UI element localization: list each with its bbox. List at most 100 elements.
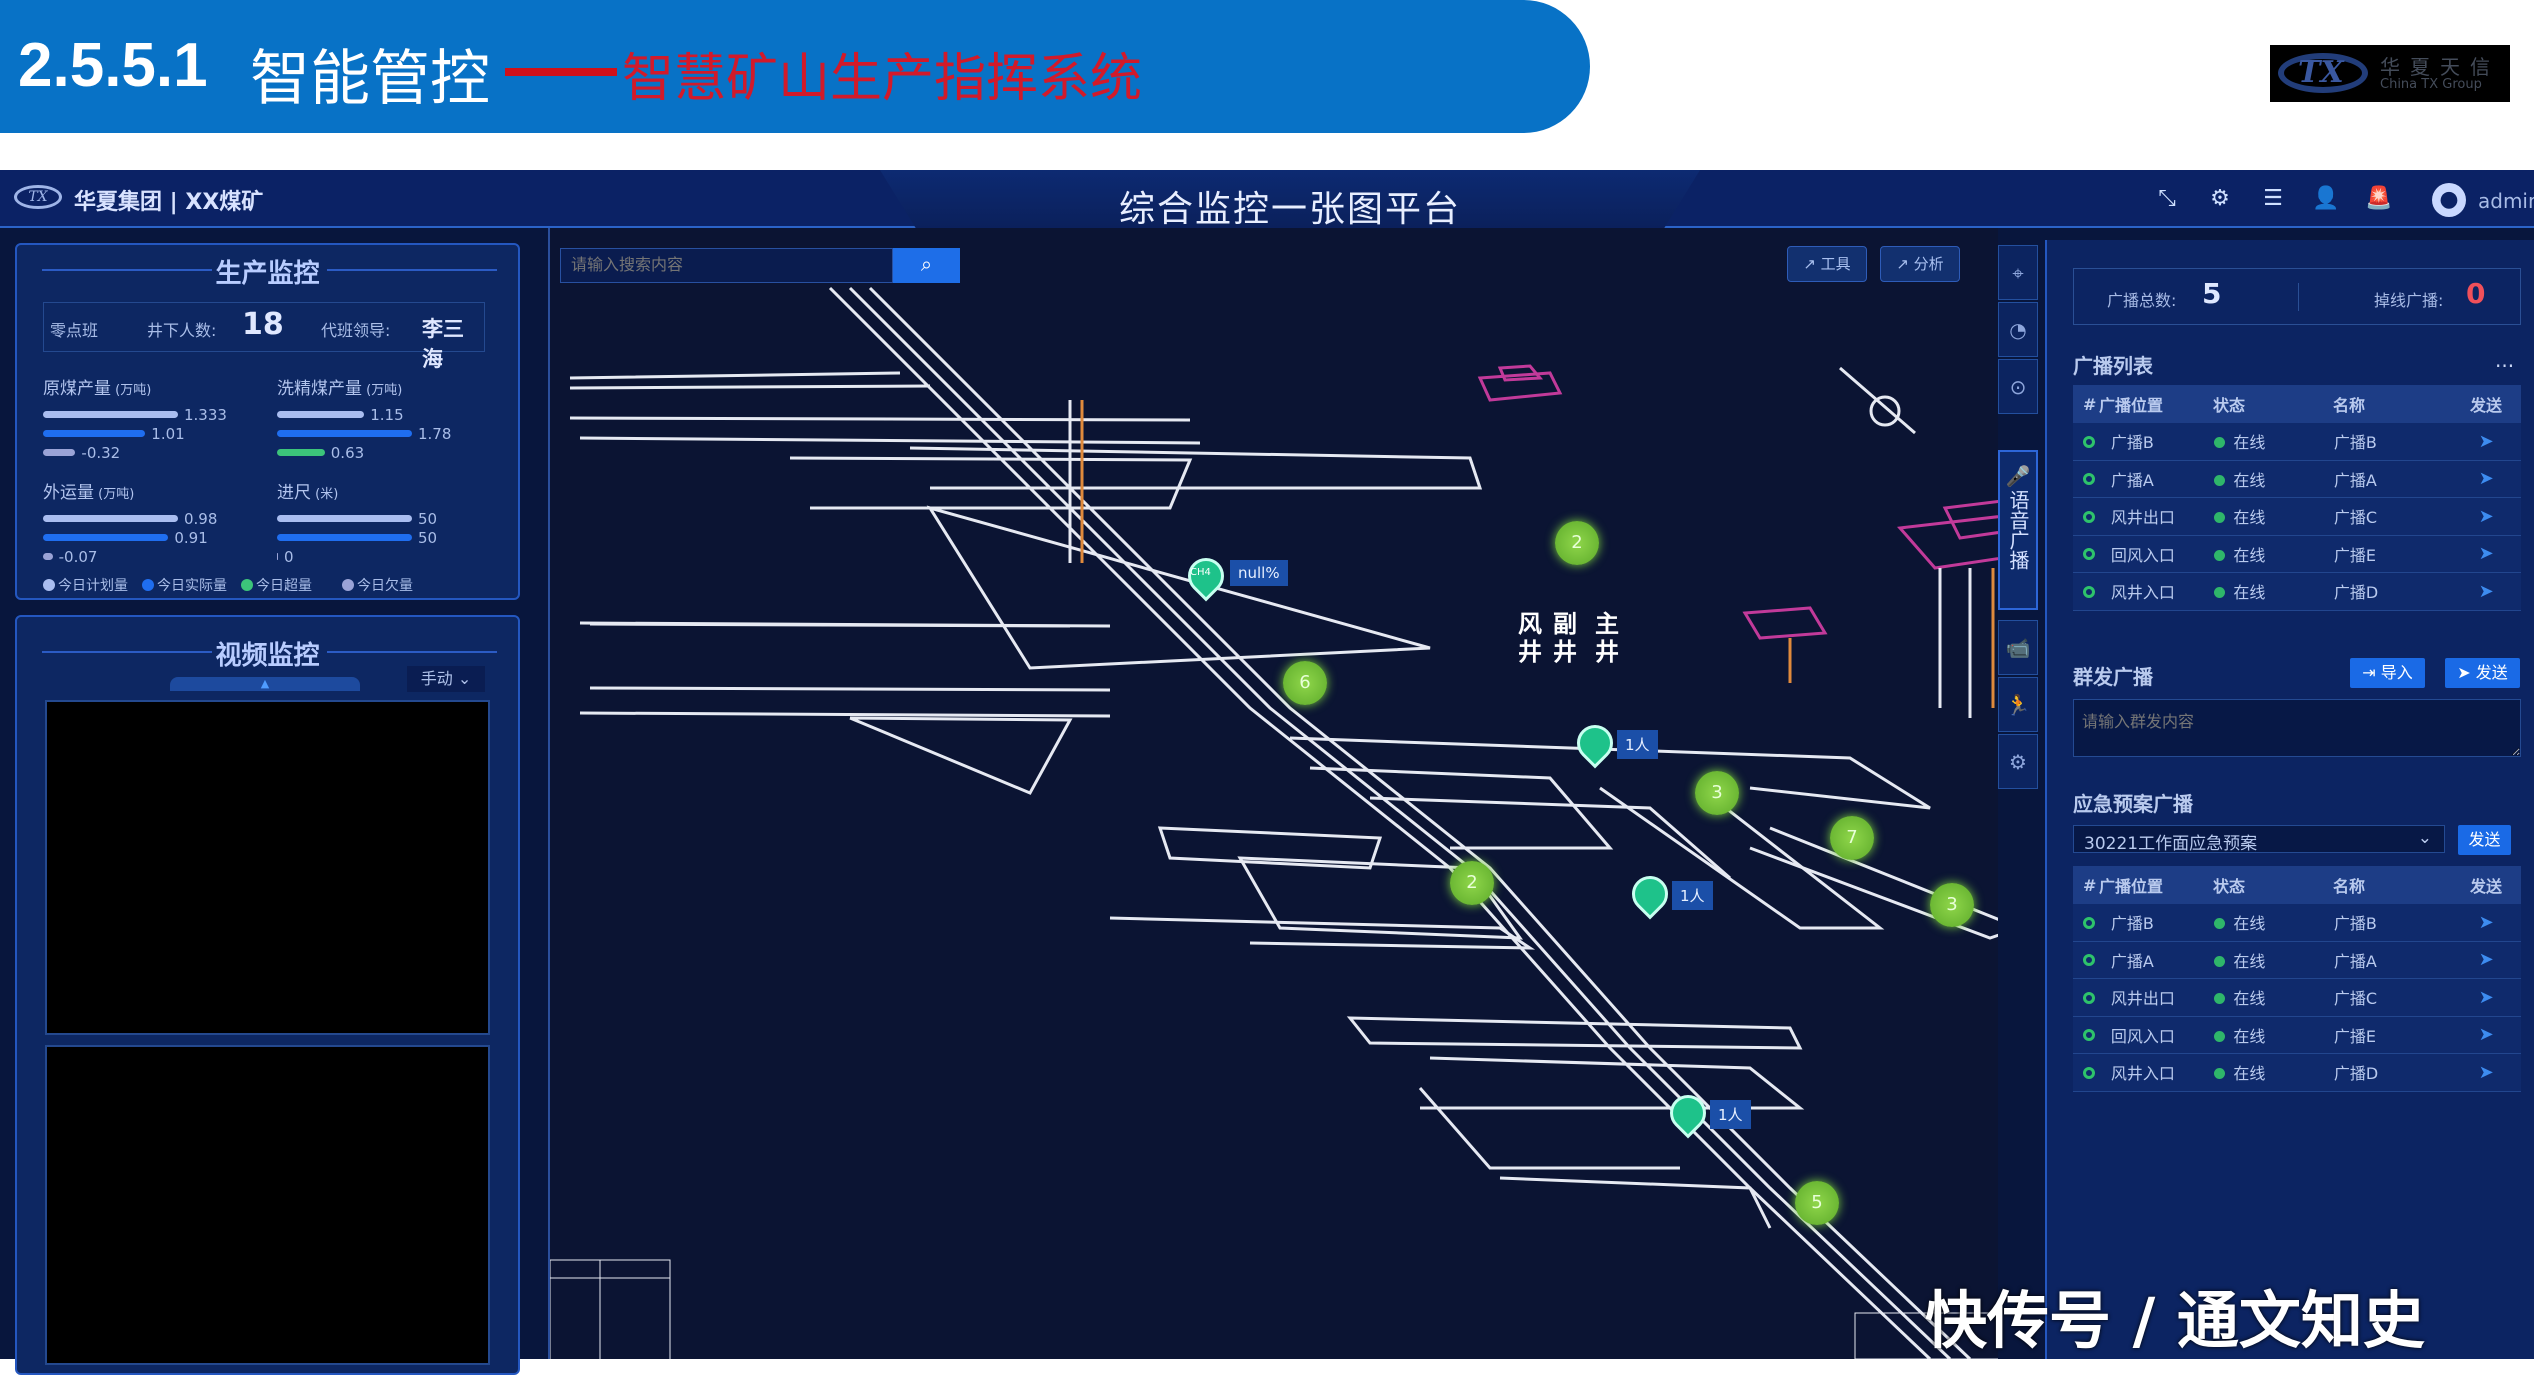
- title-line: [42, 269, 212, 271]
- row-marker: [2073, 1063, 2107, 1082]
- actual-bar-row: 0.91: [43, 528, 217, 547]
- chevron-down-icon: ⌄: [2417, 828, 2432, 848]
- cluster-marker[interactable]: 3: [1695, 771, 1739, 815]
- bar-value: 0.91: [174, 528, 208, 547]
- table-row[interactable]: 风井出口在线广播C➤: [2073, 979, 2521, 1017]
- send-plane-icon[interactable]: ➤: [2478, 949, 2494, 971]
- gas-reading[interactable]: null%: [1230, 560, 1288, 586]
- send-plane-icon[interactable]: ➤: [2478, 1061, 2494, 1083]
- online-dot-icon: [2214, 993, 2226, 1005]
- tools-button[interactable]: ↗ 工具: [1787, 246, 1867, 282]
- tab-running-person-icon[interactable]: 🏃: [1998, 677, 2038, 732]
- status-badge: 在线: [2214, 579, 2333, 603]
- online-dot-icon: [2214, 512, 2226, 524]
- tab-map-pin-icon[interactable]: ⊙: [1998, 359, 2038, 414]
- send-plane-icon[interactable]: ➤: [2478, 430, 2494, 452]
- plan-bar: [277, 515, 412, 522]
- tab-pie-chart-icon[interactable]: ◔: [1998, 302, 2038, 357]
- cluster-marker[interactable]: 5: [1795, 1181, 1839, 1225]
- cluster-marker[interactable]: 2: [1555, 521, 1599, 565]
- video-feed-1[interactable]: [45, 700, 490, 1035]
- diff-bar-row: -0.07: [43, 547, 217, 566]
- bar-value: 0.63: [330, 443, 365, 462]
- send-cell: ➤: [2451, 431, 2521, 452]
- person-count[interactable]: 1人: [1710, 1100, 1751, 1129]
- divider: [2298, 283, 2299, 311]
- mode-dropdown[interactable]: 手动 ⌄: [407, 666, 485, 692]
- status-badge: 在线: [2214, 948, 2333, 972]
- column-header: 广播位置: [2099, 877, 2164, 896]
- online-dot-icon: [2214, 549, 2226, 561]
- collapse-toggle[interactable]: ▲: [170, 677, 360, 691]
- column-header: 发送: [2469, 396, 2502, 415]
- plan-bar: [277, 411, 365, 418]
- more-options-icon[interactable]: ...: [2495, 348, 2515, 372]
- table-row[interactable]: 风井入口在线广播D➤: [2073, 1054, 2521, 1092]
- video-feed-2[interactable]: [45, 1045, 490, 1365]
- actual-bar: [43, 430, 146, 437]
- map-search-input[interactable]: [560, 248, 893, 283]
- send-plane-icon[interactable]: ➤: [2478, 580, 2494, 602]
- menu-icon[interactable]: ☰: [2263, 186, 2283, 211]
- cluster-marker[interactable]: 2: [1450, 861, 1494, 905]
- selected-plan: 30221工作面应急预案: [2084, 834, 2258, 854]
- person-count[interactable]: 1人: [1672, 881, 1713, 910]
- leader-label: 代班领导:: [321, 321, 391, 340]
- tab-settings-icon[interactable]: ⚙: [1998, 734, 2038, 789]
- column-header: #: [2083, 875, 2097, 895]
- emergency-send-button[interactable]: 发送: [2458, 825, 2511, 855]
- user-avatar-icon[interactable]: ●: [2432, 183, 2466, 217]
- send-plane-icon[interactable]: ➤: [2478, 1024, 2494, 1046]
- cluster-marker[interactable]: 7: [1830, 816, 1874, 860]
- offline-label: 掉线广播:: [2374, 291, 2444, 310]
- shafts: [1068, 400, 1995, 718]
- tab-location-icon[interactable]: ⌖: [1998, 245, 2038, 300]
- bar-value: 1.333: [184, 405, 227, 424]
- person-count[interactable]: 1人: [1617, 730, 1658, 759]
- broadcast-location: 风井入口: [2110, 1064, 2175, 1084]
- eye-icon: [2083, 1029, 2095, 1042]
- alarm-icon[interactable]: 🚨: [2365, 186, 2393, 211]
- username[interactable]: admin: [2478, 189, 2534, 213]
- cluster-marker[interactable]: 3: [1930, 883, 1974, 927]
- send-plane-icon[interactable]: ➤: [2478, 505, 2494, 527]
- emergency-plan-select[interactable]: 30221工作面应急预案 ⌄: [2073, 825, 2445, 854]
- send-plane-icon[interactable]: ➤: [2478, 986, 2494, 1008]
- group-content-textarea[interactable]: [2073, 699, 2521, 757]
- send-plane-icon[interactable]: ➤: [2478, 468, 2494, 490]
- send-cell: ➤: [2451, 1024, 2521, 1045]
- tab-camera-icon[interactable]: 📹: [1998, 620, 2038, 675]
- cluster-marker[interactable]: 6: [1283, 661, 1327, 705]
- table-row[interactable]: 风井出口在线广播C➤: [2073, 498, 2521, 536]
- mode-value: 手动: [420, 669, 453, 688]
- gear-icon[interactable]: ⚙: [2210, 186, 2230, 211]
- import-button[interactable]: ⇥ 导入: [2350, 658, 2425, 688]
- send-plane-icon[interactable]: ➤: [2478, 911, 2494, 933]
- bar-value: 0.98: [184, 509, 218, 528]
- column-header: 发送: [2469, 877, 2502, 896]
- analysis-button[interactable]: ↗ 分析: [1880, 246, 1960, 282]
- user-manage-icon[interactable]: 👤: [2312, 186, 2340, 211]
- search-icon: ⌕: [920, 252, 933, 276]
- shrink-icon[interactable]: ⤡: [2158, 186, 2176, 211]
- search-button[interactable]: ⌕: [893, 248, 960, 283]
- table-row[interactable]: 风井入口在线广播D➤: [2073, 573, 2521, 611]
- group-send-button[interactable]: ➤ 发送: [2445, 658, 2520, 688]
- column-header: #: [2083, 394, 2097, 414]
- mine-map[interactable]: 风井 副井 主井 2 6 3 7 2 3 5 CH4 null% 1人 1人 1…: [548, 228, 1998, 1359]
- table-row[interactable]: 回风入口在线广播E➤: [2073, 1016, 2521, 1054]
- column-header: 状态: [2213, 877, 2246, 896]
- tab-voice-broadcast[interactable]: 🎤 语音广播: [1998, 450, 2038, 610]
- send-label: 发送: [2475, 663, 2508, 682]
- diff-bar: [43, 449, 76, 456]
- online-dot-icon: [2214, 474, 2226, 486]
- send-cell: ➤: [2451, 468, 2521, 489]
- send-plane-icon[interactable]: ➤: [2478, 543, 2494, 565]
- shaft-label-main: 主井: [1595, 610, 1619, 666]
- table-row[interactable]: 回风入口在线广播E➤: [2073, 535, 2521, 573]
